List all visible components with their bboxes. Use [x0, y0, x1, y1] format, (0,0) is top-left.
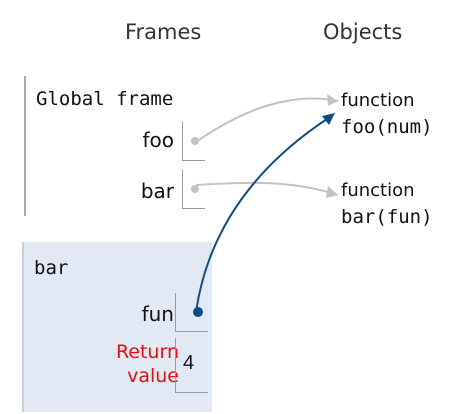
pointer-dot-bar — [191, 185, 199, 193]
arrow-foo-to-function — [195, 97, 339, 143]
var-label-fun: fun — [141, 302, 174, 326]
object-foo-type: function — [341, 90, 415, 111]
bar-frame-title: bar — [34, 257, 69, 279]
arrow-bar-head — [326, 186, 338, 198]
return-slot: 4 — [175, 338, 208, 393]
var-label-bar: bar — [140, 179, 174, 203]
arrow-foo-head — [327, 94, 338, 106]
var-slot-fun — [175, 293, 208, 332]
global-frame-title: Global frame — [36, 88, 174, 110]
var-label-foo: foo — [142, 128, 174, 152]
return-value: 4 — [183, 352, 195, 374]
arrow-bar-to-function — [195, 181, 339, 196]
return-label-line1: Return — [115, 341, 179, 363]
global-frame: Global frame foo bar — [24, 76, 208, 216]
arrow-fun-head — [322, 113, 335, 125]
var-slot-bar — [182, 170, 205, 209]
var-slot-foo — [182, 122, 205, 161]
bar-frame: bar fun Return value 4 — [22, 242, 212, 412]
object-bar-type: function — [341, 180, 415, 201]
objects-header: Objects — [323, 20, 403, 44]
object-bar-signature: bar(fun) — [341, 206, 433, 228]
return-label-line2: value — [127, 365, 179, 387]
return-value-label: Return value — [84, 340, 179, 388]
frames-header: Frames — [125, 20, 202, 44]
object-foo-signature: foo(num) — [341, 116, 433, 138]
arrow-fun-to-foo-function — [195, 116, 331, 313]
pointer-dot-fun — [193, 307, 203, 317]
pointer-dot-foo — [191, 137, 199, 145]
